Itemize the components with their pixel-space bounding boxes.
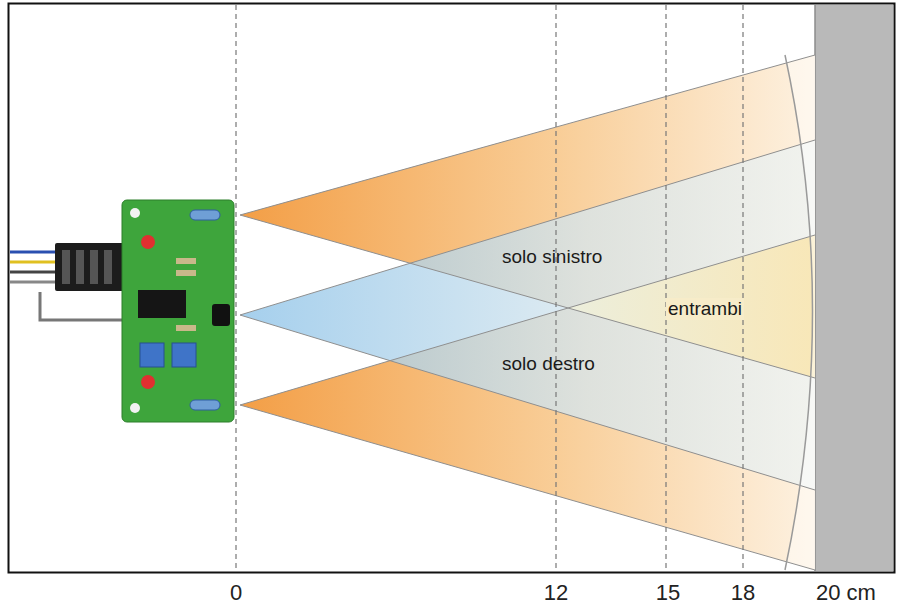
receiver-beam	[240, 140, 815, 490]
range-fade	[785, 55, 815, 570]
cable	[10, 243, 125, 320]
pcb-board	[122, 200, 234, 422]
beam-edges	[240, 55, 815, 570]
zone-label: solo sinistro	[500, 246, 604, 268]
distance-mark: 12	[544, 580, 568, 605]
overlap-zone	[568, 235, 815, 378]
wall	[815, 5, 893, 571]
zone-label: solo destro	[500, 353, 597, 375]
zone-label: entrambi	[666, 298, 744, 320]
frame	[9, 4, 895, 573]
distance-mark: 20 cm	[816, 580, 876, 605]
distance-lines	[236, 5, 743, 571]
distance-mark: 18	[731, 580, 755, 605]
distance-mark: 15	[656, 580, 680, 605]
range-arc	[785, 55, 813, 570]
distance-mark: 0	[230, 580, 242, 605]
